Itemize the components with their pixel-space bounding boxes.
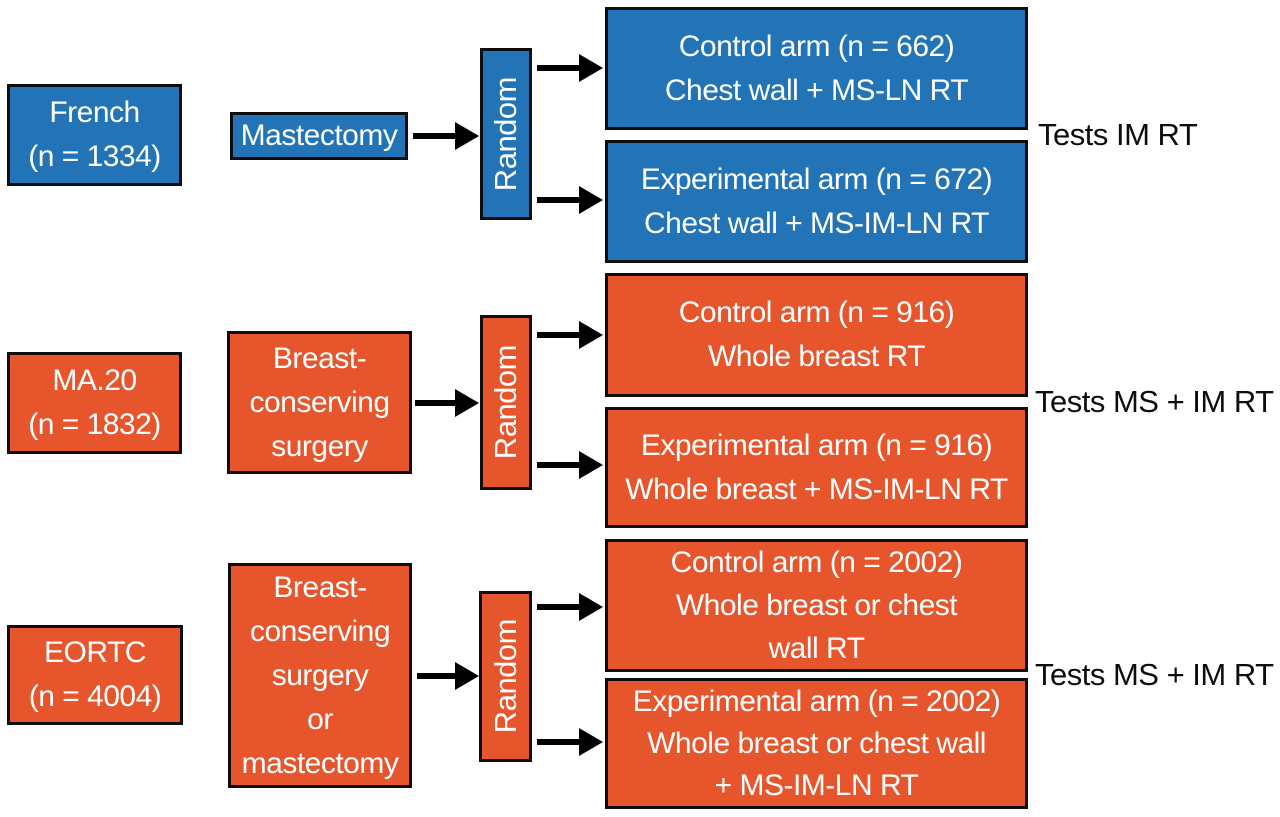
control-arm-treatment: Chest wall + MS-LN RT [664,73,969,107]
arrow-right-icon [413,122,479,150]
random-box: Random [480,315,532,490]
experimental-arm-box: Experimental arm (n = 672) Chest wall + … [605,140,1028,263]
experimental-arm-title: Experimental arm (n = 916) [640,428,993,462]
arrow-right-icon [537,451,603,479]
arrow-head [579,451,603,479]
random-box: Random [479,591,532,762]
experimental-arm-box: Experimental arm (n = 2002) Whole breast… [605,678,1028,809]
arrow-right-icon [537,186,603,214]
arrow-head [579,186,603,214]
arrow-right-icon [415,389,479,417]
control-arm-treatment: Whole breast or chest [675,589,958,622]
surgery-label: Mastectomy [240,119,398,152]
trial-name-box: MA.20 (n = 1832) [7,352,182,454]
arrow-head [579,728,603,756]
trial-name: MA.20 [52,364,137,397]
trial-n: (n = 4004) [28,680,162,713]
arrow-shaft [413,133,455,139]
trial-name-box: French (n = 1334) [7,84,182,186]
surgery-label: Breast- [272,341,367,375]
control-arm-title: Control arm (n = 916) [678,296,955,329]
control-arm-title: Control arm (n = 2002) [670,546,963,579]
random-label: Random [488,76,523,192]
arrow-head [455,122,479,150]
arrow-head [579,593,603,621]
trial-name-box: EORTC (n = 4004) [7,625,183,725]
random-label: Random [488,345,523,460]
surgery-box: Breast- conserving surgery or mastectomy [228,563,412,788]
surgery-box: Breast- conserving surgery [227,331,412,474]
trial-n: (n = 1832) [28,408,161,441]
control-arm-box: Control arm (n = 2002) Whole breast or c… [605,539,1028,672]
random-label: Random [487,619,523,734]
control-arm-treatment: Whole breast RT [707,340,926,373]
experimental-arm-title: Experimental arm (n = 2002) [632,684,1001,718]
experimental-arm-title: Experimental arm (n = 672) [640,162,993,196]
arrow-shaft [537,197,579,203]
surgery-label: or [307,702,333,736]
arrow-right-icon [537,593,603,621]
arrow-right-icon [537,321,603,349]
surgery-label: Breast- [273,570,367,604]
arrow-right-icon [537,54,603,82]
control-arm-box: Control arm (n = 916) Whole breast RT [605,273,1028,397]
tests-label: Tests IM RT [1038,117,1198,152]
arrow-head [455,389,479,417]
control-arm-title: Control arm (n = 662) [678,29,955,63]
tests-label: Tests MS + IM RT [1035,657,1274,692]
surgery-label: conserving [249,385,390,419]
arrow-head [455,662,479,690]
experimental-arm-treatment: Whole breast or chest wall [647,726,986,760]
experimental-arm-box: Experimental arm (n = 916) Whole breast … [605,407,1028,528]
experimental-arm-treatment: Chest wall + MS-IM-LN RT [643,206,990,240]
arrow-shaft [537,332,579,338]
trial-name: French [49,96,140,129]
tests-label: Tests MS + IM RT [1035,384,1274,419]
arrow-right-icon [417,662,479,690]
arrow-shaft [417,673,455,679]
arrow-shaft [537,462,579,468]
surgery-label: conserving [249,614,391,648]
random-box: Random [480,48,532,220]
control-arm-treatment: wall RT [768,632,865,665]
arrow-shaft [537,604,579,610]
arrow-head [579,54,603,82]
arrow-shaft [537,739,579,745]
arrow-shaft [415,400,455,406]
arrow-head [579,321,603,349]
surgery-label: surgery [271,429,368,463]
surgery-box: Mastectomy [230,112,408,160]
experimental-arm-treatment: + MS-IM-LN RT [714,768,919,802]
trial-n: (n = 1334) [28,140,161,173]
surgery-label: mastectomy [241,746,399,780]
experimental-arm-treatment: Whole breast + MS-IM-LN RT [625,472,1008,506]
arrow-shaft [537,65,579,71]
arrow-right-icon [537,728,603,756]
surgery-label: surgery [271,658,369,692]
trial-name: EORTC [44,636,146,669]
control-arm-box: Control arm (n = 662) Chest wall + MS-LN… [605,7,1028,130]
